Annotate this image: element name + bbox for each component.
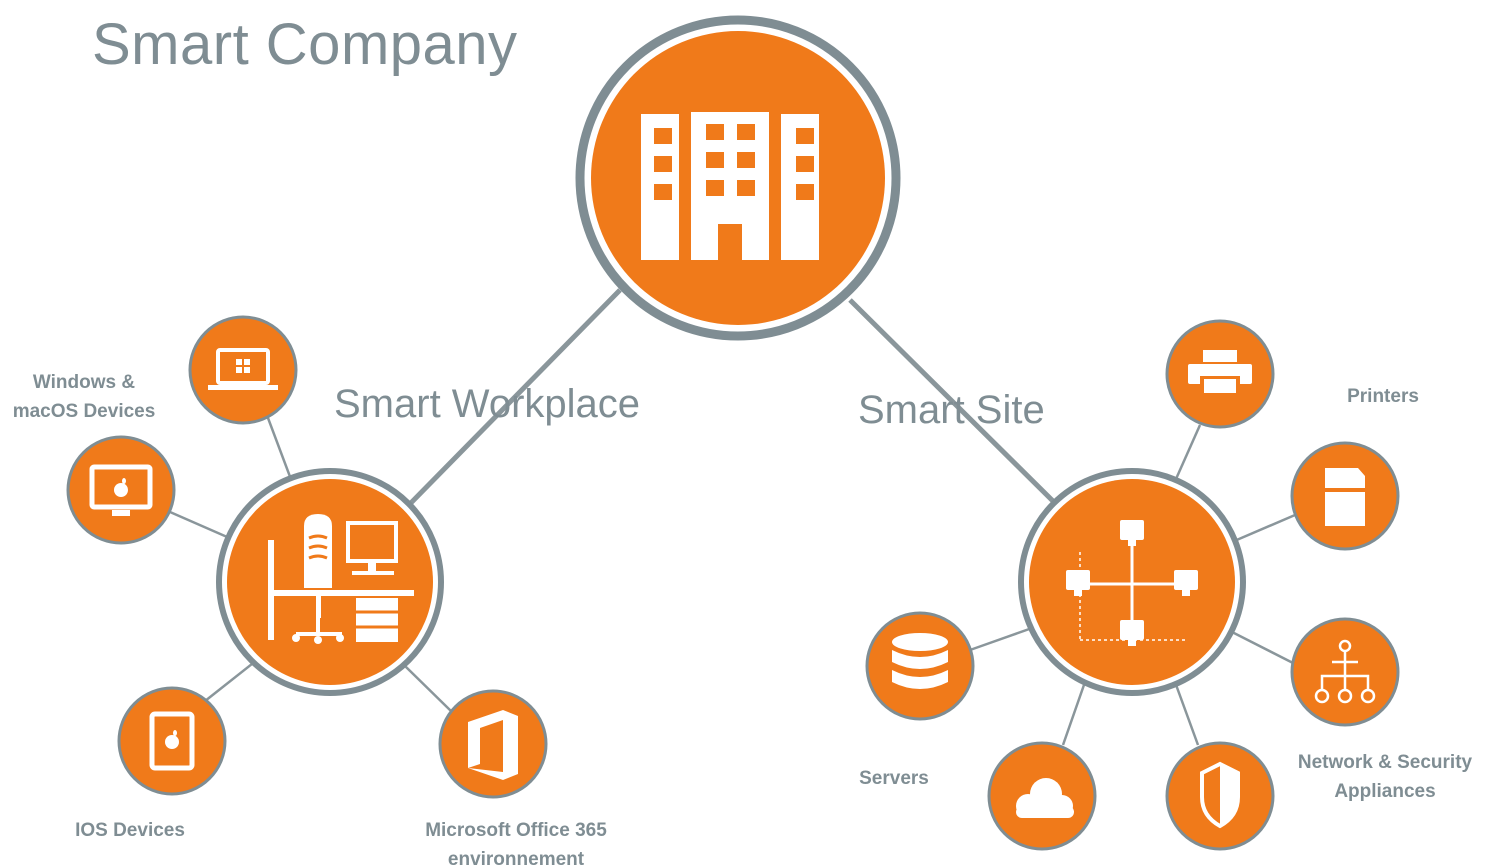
laptop-node	[188, 315, 298, 425]
company-node	[575, 15, 901, 341]
connector-security	[1173, 681, 1200, 746]
connector-company-site	[848, 298, 1064, 512]
network-hierarchy-icon	[1314, 639, 1376, 704]
security-node	[1165, 741, 1275, 851]
printers-label: Printers	[1347, 386, 1419, 407]
office-node	[438, 689, 548, 799]
apple-tablet-icon	[149, 711, 195, 771]
monitor-node	[66, 435, 176, 545]
connectors	[169, 288, 1296, 746]
network-label-line1: Network & Security	[1297, 752, 1473, 773]
connector-monitor	[169, 510, 235, 542]
cloud-node	[987, 741, 1097, 851]
cloud-icon	[1016, 778, 1074, 818]
connector-company-workplace	[400, 288, 622, 514]
office365-label-line1: Microsoft Office 365	[425, 820, 607, 841]
network-label: Network & Security Appliances	[1282, 748, 1488, 806]
network-label-line2: Appliances	[1334, 781, 1436, 802]
building-icon	[641, 112, 819, 260]
office365-label: Microsoft Office 365 environnement	[400, 816, 632, 868]
connector-network	[1231, 630, 1294, 665]
office365-label-line2: environnement	[447, 849, 585, 868]
copier-icon	[1325, 468, 1365, 526]
office-desk-icon	[268, 514, 414, 644]
network-node	[1290, 617, 1400, 727]
tablet-node	[117, 686, 227, 796]
connector-copier	[1231, 513, 1296, 544]
windows-macos-label-line2: macOS Devices	[12, 401, 156, 422]
connector-laptop	[263, 409, 294, 483]
site-hub	[1018, 468, 1246, 696]
laptop-windows-icon	[208, 348, 278, 390]
copier-node	[1290, 441, 1400, 551]
ios-label: IOS Devices	[75, 820, 185, 841]
connector-cloud	[1061, 681, 1087, 746]
servers-label: Servers	[859, 768, 929, 789]
workplace-hub	[216, 468, 444, 696]
apple-monitor-icon	[89, 464, 153, 516]
site-hub-label: Smart Site	[858, 388, 1045, 432]
network-topology-icon	[1066, 520, 1198, 646]
connector-servers	[969, 625, 1036, 652]
windows-macos-label-line1: Windows &	[32, 372, 136, 393]
windows-macos-label: Windows & macOS Devices	[2, 368, 166, 426]
database-icon	[892, 633, 948, 689]
printer-icon	[1188, 350, 1252, 396]
servers-node	[865, 611, 975, 721]
connector-office	[404, 665, 453, 713]
page-title: Smart Company	[92, 12, 518, 77]
office-icon	[468, 710, 518, 780]
printer-node	[1165, 319, 1275, 429]
workplace-hub-label: Smart Workplace	[334, 382, 641, 426]
shield-icon	[1200, 761, 1240, 829]
